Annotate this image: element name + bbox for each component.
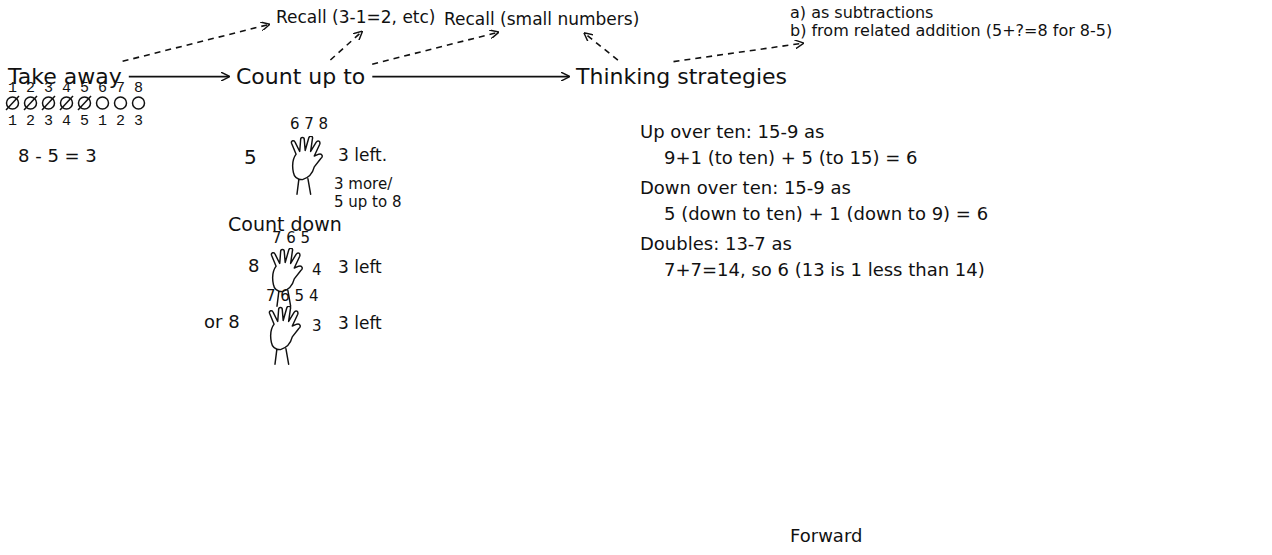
- node-text: Thinking strategies: [576, 64, 787, 89]
- method-heading: Thinking strategies: [572, 62, 791, 91]
- hand-sketch: [269, 306, 300, 364]
- method-heading: Count up to: [232, 62, 369, 91]
- dashed-arrow: [674, 43, 804, 61]
- recall-note: Recall (3-1=2, etc): [272, 6, 440, 30]
- finger-numbers: 7 6 5: [272, 230, 310, 247]
- strategy-example: 5 (down to ten) + 1 (down to 9) = 6: [664, 204, 988, 225]
- result-note: 5 up to 8: [334, 194, 401, 211]
- result-note: 3 more/: [334, 176, 392, 193]
- strategy-example: 9+1 (to ten) + 5 (to 15) = 6: [664, 148, 918, 169]
- dashed-arrow: [330, 32, 362, 60]
- hand-sketch: [291, 136, 322, 194]
- count-digits: 1 2 3 4 5 6 7 8: [8, 80, 143, 97]
- counter-circles: [6, 96, 145, 110]
- node-text: a) as subtractions: [790, 4, 1182, 22]
- strategy-example: 7+7=14, so 6 (13 is 1 less than 14): [664, 260, 985, 281]
- strategy-note: a) as subtractionsb) from related additi…: [786, 2, 1186, 43]
- finger-numbers: 4: [312, 262, 322, 279]
- solid-arrow: [129, 76, 229, 78]
- count-digits: 1 2 3 4 5 1 2 3: [8, 113, 143, 130]
- dashed-arrow: [585, 33, 618, 60]
- node-text: Count up to: [236, 64, 365, 89]
- start-number: or 8: [204, 312, 240, 333]
- node-text: b) from related addition (5+?=8 for 8-5): [790, 22, 1182, 40]
- dashed-arrow: [372, 32, 498, 64]
- result-note: 3 left: [338, 314, 382, 334]
- start-number: 5: [244, 146, 257, 169]
- recall-note: Recall (small numbers): [440, 8, 643, 32]
- finger-numbers: 6 7 8: [290, 116, 328, 133]
- strategy-heading: Down over ten: 15-9 as: [640, 178, 851, 199]
- result-note: 3 left.: [338, 146, 387, 166]
- strategy-heading: Doubles: 13-7 as: [640, 234, 792, 255]
- result-note: 3 left: [338, 258, 382, 278]
- node-text: Recall (small numbers): [444, 10, 639, 30]
- node-text: Recall (3-1=2, etc): [276, 8, 436, 28]
- finger-numbers: 7 6 5 4: [266, 288, 318, 305]
- finger-numbers: 3: [312, 318, 322, 335]
- solid-arrow: [372, 76, 569, 78]
- start-number: 8: [248, 256, 259, 277]
- equation: 8 - 5 = 3: [18, 146, 97, 167]
- strategy-heading: Up over ten: 15-9 as: [640, 122, 825, 143]
- dashed-arrow: [123, 24, 270, 61]
- page-note: Forward: [790, 526, 862, 547]
